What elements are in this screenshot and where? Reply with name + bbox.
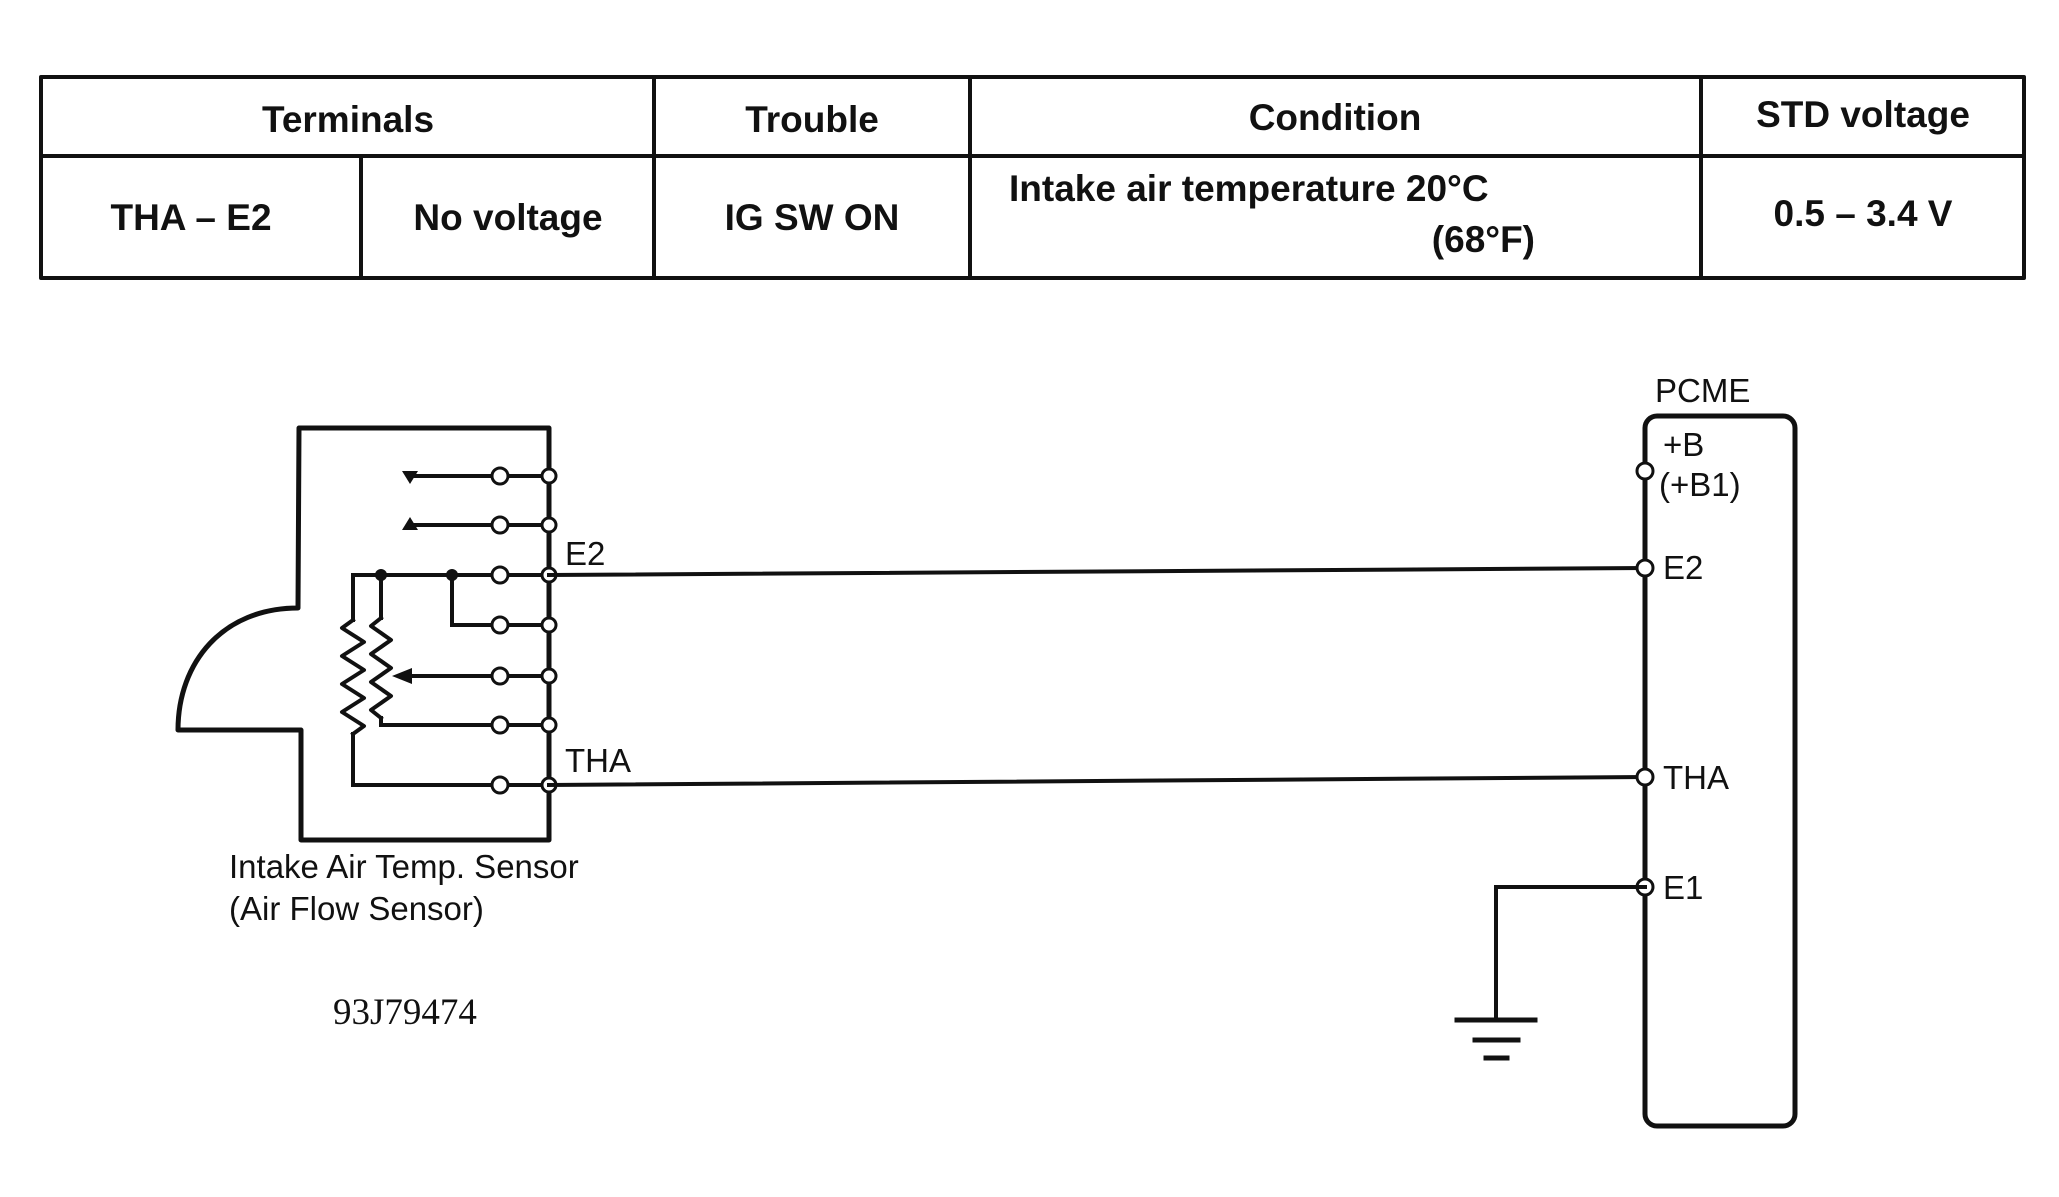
pcme-tha-terminal — [1635, 767, 1655, 787]
sensor-terminal-row-6 — [379, 715, 558, 735]
ground-connection — [1454, 885, 1647, 1061]
sensor-terminal — [490, 615, 510, 635]
sensor-right-resistor-icon — [369, 615, 393, 721]
harness-wires — [546, 565, 1648, 788]
condition-header: Condition — [1249, 97, 1422, 138]
connector-terminal — [540, 616, 558, 634]
sensor-variable-resistor-icon — [340, 615, 558, 787]
sensor-terminal — [490, 565, 510, 585]
pcme-label: PCME — [1655, 372, 1750, 409]
sensor-terminal — [490, 666, 510, 686]
terminal-pair-cell: THA – E2 — [110, 197, 271, 238]
condition-cell: IG SW ON — [725, 197, 900, 238]
table-outline — [39, 75, 2026, 280]
pcme-e1-label: E1 — [1663, 869, 1703, 906]
sensor-junction-node — [446, 569, 458, 581]
connector-terminal — [540, 467, 558, 485]
pcme-block: PCME +B (+B1) E2 THA E1 — [1635, 372, 1798, 1129]
std-voltage-cell: 0.5 – 3.4 V — [1774, 193, 1953, 234]
connector-terminal — [540, 667, 558, 685]
trouble-cell: No voltage — [413, 197, 602, 238]
sensor-tha-row — [351, 775, 558, 795]
trouble-header: Trouble — [745, 99, 879, 140]
e2-harness-wire — [546, 565, 1648, 578]
sensor-junction-node — [375, 569, 387, 581]
pcme-plus-b1-label: (+B1) — [1659, 466, 1741, 503]
connector-terminal — [540, 716, 558, 734]
pcme-e2-label: E2 — [1663, 549, 1703, 586]
sensor-terminal-row-4 — [450, 615, 558, 635]
pcme-plus-b-label: +B — [1663, 426, 1704, 463]
std-voltage-header: STD voltage — [1756, 94, 1970, 135]
sensor-terminal — [490, 515, 510, 535]
pcme-e2-terminal — [1635, 558, 1655, 578]
sensor-e2-row — [351, 565, 558, 627]
sensor-terminal — [490, 466, 510, 486]
sensor-left-resistor-icon — [340, 617, 366, 737]
figure-code: 93J79474 — [333, 992, 477, 1033]
sensor-terminal — [490, 715, 510, 735]
sensor-tha-label: THA — [565, 742, 631, 779]
tha-harness-wire — [546, 774, 1648, 788]
sensor-label-line-1: Intake Air Temp. Sensor — [229, 848, 579, 885]
sensor-e2-label: E2 — [565, 535, 605, 572]
condition-detail-line-2: (68°F) — [1432, 219, 1535, 260]
sensor-wiper-arrow-icon — [392, 668, 412, 684]
terminals-header: Terminals — [262, 99, 434, 140]
sensor-housing — [175, 425, 552, 843]
spec-table: Terminals Trouble Condition STD voltage … — [39, 75, 2026, 280]
sensor-label-line-2: (Air Flow Sensor) — [229, 890, 484, 927]
sensor-terminal-row-1 — [402, 466, 558, 486]
pcme-tha-label: THA — [1663, 759, 1729, 796]
pcme-plus-b-terminal — [1635, 461, 1655, 481]
connector-terminal — [540, 516, 558, 534]
condition-detail-line-1: Intake air temperature 20°C — [1009, 168, 1489, 209]
sensor-terminal — [490, 775, 510, 795]
intake-air-temp-sensor: E2 THA Intake Air Temp. Sensor (Air Flow… — [175, 425, 631, 927]
sensor-terminal-row-2 — [402, 515, 558, 535]
